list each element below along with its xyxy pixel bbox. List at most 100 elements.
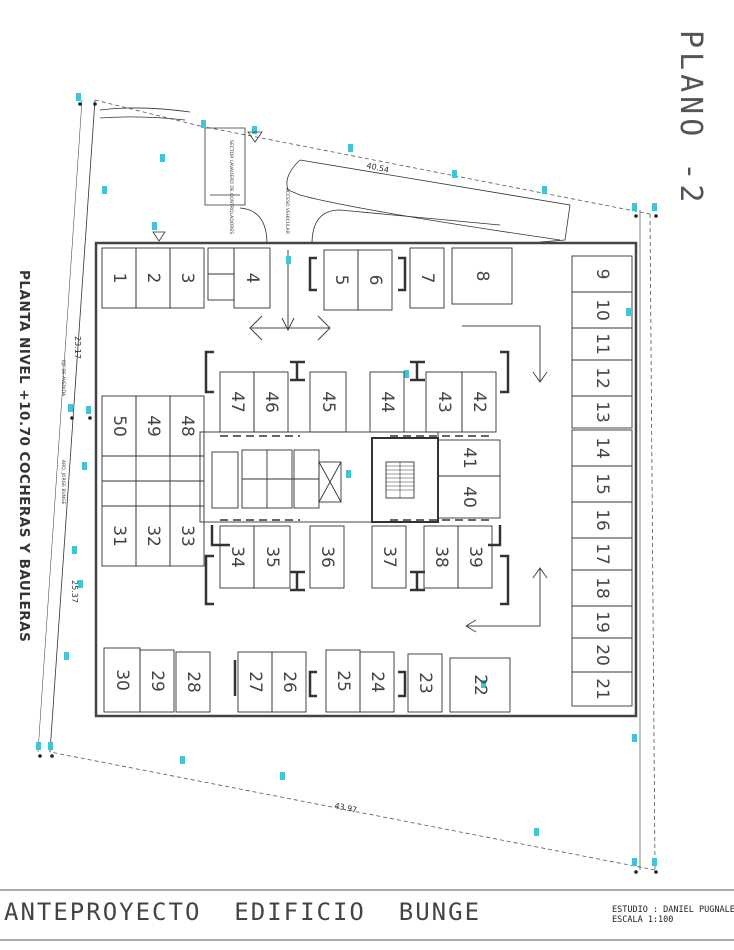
north-marker-icon xyxy=(247,131,263,143)
dimension-left-lower: 25.37 xyxy=(70,580,79,603)
parking-spot-label-42: 42 xyxy=(469,391,489,413)
parking-spot-label-48: 48 xyxy=(177,415,197,437)
parking-spot-label-20: 20 xyxy=(592,644,612,666)
parking-spot-label-12: 12 xyxy=(592,367,612,389)
parking-spot-label-43: 43 xyxy=(434,391,454,413)
parking-spot-label-34: 34 xyxy=(227,546,247,568)
parking-spot-label-31: 31 xyxy=(109,525,129,547)
parking-spot-label-46: 46 xyxy=(261,391,281,413)
parking-spot-6 xyxy=(357,249,393,311)
parking-spot-7 xyxy=(409,247,445,309)
parking-spot-label-41: 41 xyxy=(459,447,479,469)
parking-spot-label-35: 35 xyxy=(262,546,282,568)
storage-rows xyxy=(101,247,235,507)
studio-name: ESTUDIO : DANIEL PUGNALE xyxy=(612,905,734,915)
parking-spot-label-7: 7 xyxy=(417,273,437,284)
parking-floor-outline xyxy=(94,241,638,718)
parking-spot-33 xyxy=(169,505,205,567)
parking-spot-label-33: 33 xyxy=(177,525,197,547)
parking-spot-label-1: 1 xyxy=(109,273,129,284)
parking-spot-label-22: 22 xyxy=(470,674,490,696)
parking-spot-label-18: 18 xyxy=(592,577,612,599)
parking-spot-label-40: 40 xyxy=(459,486,479,508)
parking-spot-3 xyxy=(169,247,205,309)
parking-spot-22 xyxy=(449,657,511,713)
parking-spot-label-50: 50 xyxy=(109,415,129,437)
dimension-left-upper: 23.17 xyxy=(73,336,82,359)
parking-spot-36 xyxy=(309,525,345,589)
parking-spot-23 xyxy=(407,653,443,713)
parking-spot-label-13: 13 xyxy=(592,401,612,423)
parking-spot-27 xyxy=(237,651,273,713)
parking-spot-50 xyxy=(101,395,137,457)
parking-spot-35 xyxy=(253,525,291,589)
note-linea: ARQ. JORGE BUNGE xyxy=(60,460,66,505)
note-sector: SECTOR LAVADERO DE CONTROLADORES xyxy=(228,140,234,234)
parking-spot-8 xyxy=(451,247,513,305)
parking-spot-41 xyxy=(437,439,501,477)
parking-spot-label-6: 6 xyxy=(365,275,385,286)
parking-spot-37 xyxy=(371,525,407,589)
parking-spot-label-38: 38 xyxy=(431,546,451,568)
parking-spot-30 xyxy=(103,647,141,713)
parking-spot-label-27: 27 xyxy=(245,671,265,693)
parking-spot-21 xyxy=(571,671,633,707)
parking-spot-label-21: 21 xyxy=(592,678,612,700)
parking-spot-label-25: 25 xyxy=(333,670,353,692)
access-ramp xyxy=(99,107,571,245)
parking-spot-label-19: 19 xyxy=(592,611,612,633)
parking-spot-label-24: 24 xyxy=(367,671,387,693)
parking-spot-label-37: 37 xyxy=(379,546,399,568)
parking-spot-label-17: 17 xyxy=(592,543,612,565)
parking-spot-13 xyxy=(571,395,633,429)
survey-markers xyxy=(36,93,657,866)
parking-spot-label-44: 44 xyxy=(377,391,397,413)
core xyxy=(199,431,439,523)
parking-spot-label-4: 4 xyxy=(242,273,262,284)
circulation-arrows xyxy=(249,250,548,633)
parking-spot-45 xyxy=(309,371,347,433)
parking-spot-39 xyxy=(457,525,493,589)
parking-spot-label-28: 28 xyxy=(183,671,203,693)
parking-spot-label-11: 11 xyxy=(592,333,612,355)
scale-label: ESCALA 1:100 xyxy=(612,915,674,925)
level-title: PLANTA NIVEL +10.70 COCHERAS Y BAULERAS xyxy=(16,270,32,643)
parking-spot-label-49: 49 xyxy=(143,415,163,437)
column-brackets xyxy=(204,256,510,698)
parking-spot-4 xyxy=(233,247,271,309)
parking-spot-label-39: 39 xyxy=(465,546,485,568)
lot-boundary xyxy=(49,99,656,871)
parking-spot-label-32: 32 xyxy=(143,525,163,547)
parking-spot-label-45: 45 xyxy=(318,391,338,413)
parking-spot-label-5: 5 xyxy=(331,275,351,286)
lot-left-line xyxy=(49,99,96,753)
note-eje: EJE DE AVENIDA xyxy=(60,360,66,397)
parking-spot-label-16: 16 xyxy=(592,509,612,531)
parking-spot-25 xyxy=(325,649,361,713)
parking-spot-label-30: 30 xyxy=(112,669,132,691)
parking-spot-label-36: 36 xyxy=(317,546,337,568)
parking-spot-label-29: 29 xyxy=(147,670,167,692)
parking-spot-43 xyxy=(425,371,463,433)
ramp-lines xyxy=(220,435,490,521)
survey-points xyxy=(38,102,658,874)
parking-spot-label-26: 26 xyxy=(279,671,299,693)
parking-spot-label-9: 9 xyxy=(592,269,612,280)
parking-spot-label-14: 14 xyxy=(592,437,612,459)
level-marker-icon xyxy=(152,231,166,242)
parking-spot-label-23: 23 xyxy=(415,672,435,694)
project-title: ANTEPROYECTO EDIFICIO BUNGE xyxy=(4,898,482,926)
dimension-bottom: 43.97 xyxy=(334,801,358,815)
parking-spot-28 xyxy=(175,651,211,713)
parking-spot-label-15: 15 xyxy=(592,473,612,495)
parking-spot-44 xyxy=(369,371,405,433)
parking-spot-label-8: 8 xyxy=(472,271,492,282)
parking-spot-label-3: 3 xyxy=(177,273,197,284)
parking-spot-label-47: 47 xyxy=(227,391,247,413)
parking-spot-47 xyxy=(219,371,255,433)
parking-spot-label-2: 2 xyxy=(143,273,163,284)
plano-label: PLANO -2 xyxy=(673,30,708,207)
